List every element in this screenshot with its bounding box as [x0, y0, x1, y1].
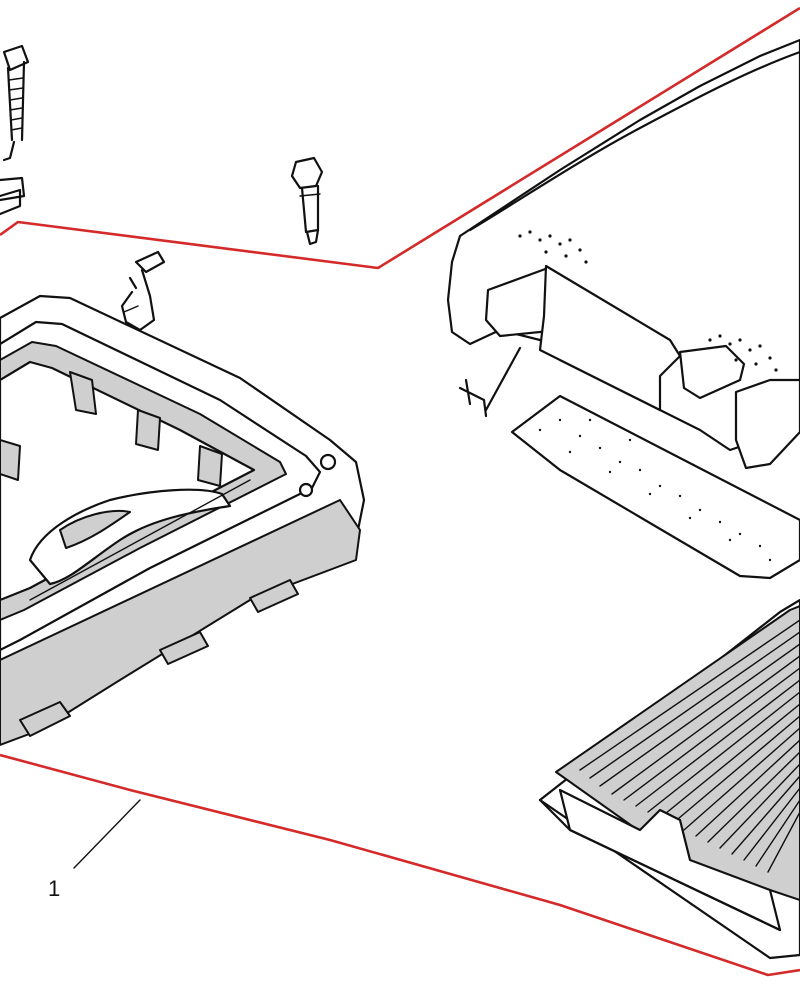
- air-filter-element: [538, 598, 800, 960]
- callout-1: 1: [48, 799, 141, 901]
- filter-pleats: [579, 619, 800, 873]
- bolt-left: [0, 44, 30, 216]
- bolt-center: [290, 156, 324, 246]
- air-cleaner-cover: [446, 38, 800, 580]
- gasket-speckle: [538, 418, 772, 562]
- cover-texture-right: [708, 334, 778, 372]
- group-outline: [0, 6, 800, 977]
- air-cleaner-housing: [0, 294, 366, 746]
- cover-texture-left: [518, 230, 588, 264]
- callout-1-label: 1: [48, 876, 60, 901]
- clip: [120, 250, 166, 332]
